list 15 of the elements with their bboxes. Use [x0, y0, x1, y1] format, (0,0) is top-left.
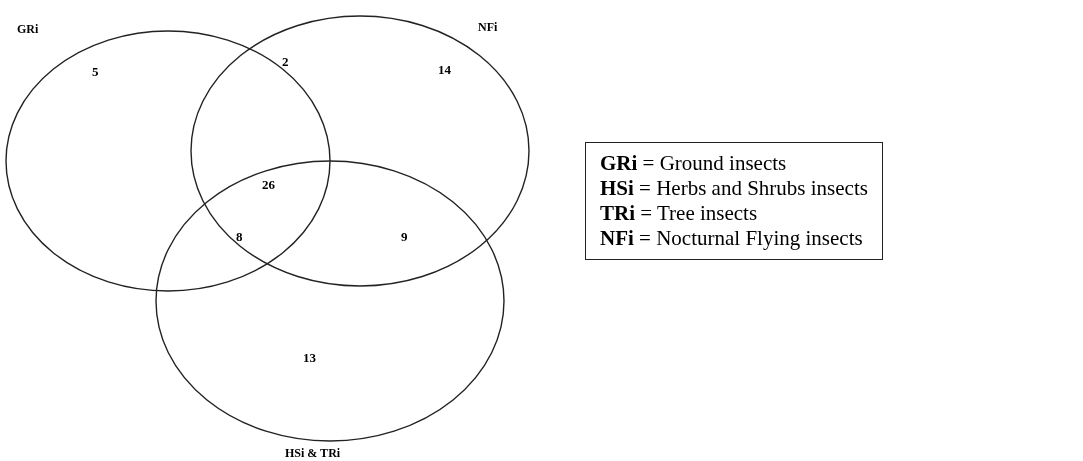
set-name: HSi & TRi — [285, 446, 341, 461]
region-count: 26 — [262, 177, 275, 193]
legend-entry: GRi = Ground insects — [600, 151, 788, 176]
region-count: 14 — [438, 62, 451, 78]
region-count: 5 — [92, 64, 99, 80]
region-count: 9 — [401, 229, 408, 245]
set-name: GRi — [17, 22, 39, 37]
region-count: 13 — [303, 350, 316, 366]
set-name: NFi — [478, 20, 498, 35]
region-count: 2 — [282, 54, 289, 70]
legend-entry: NFi = Nocturnal Flying insects — [600, 226, 864, 251]
legend-entry: TRi = Tree insects — [600, 201, 759, 226]
legend-entry: HSi = Herbs and Shrubs insects — [600, 176, 868, 201]
legend-box — [585, 142, 883, 260]
region-count: 8 — [236, 229, 243, 245]
